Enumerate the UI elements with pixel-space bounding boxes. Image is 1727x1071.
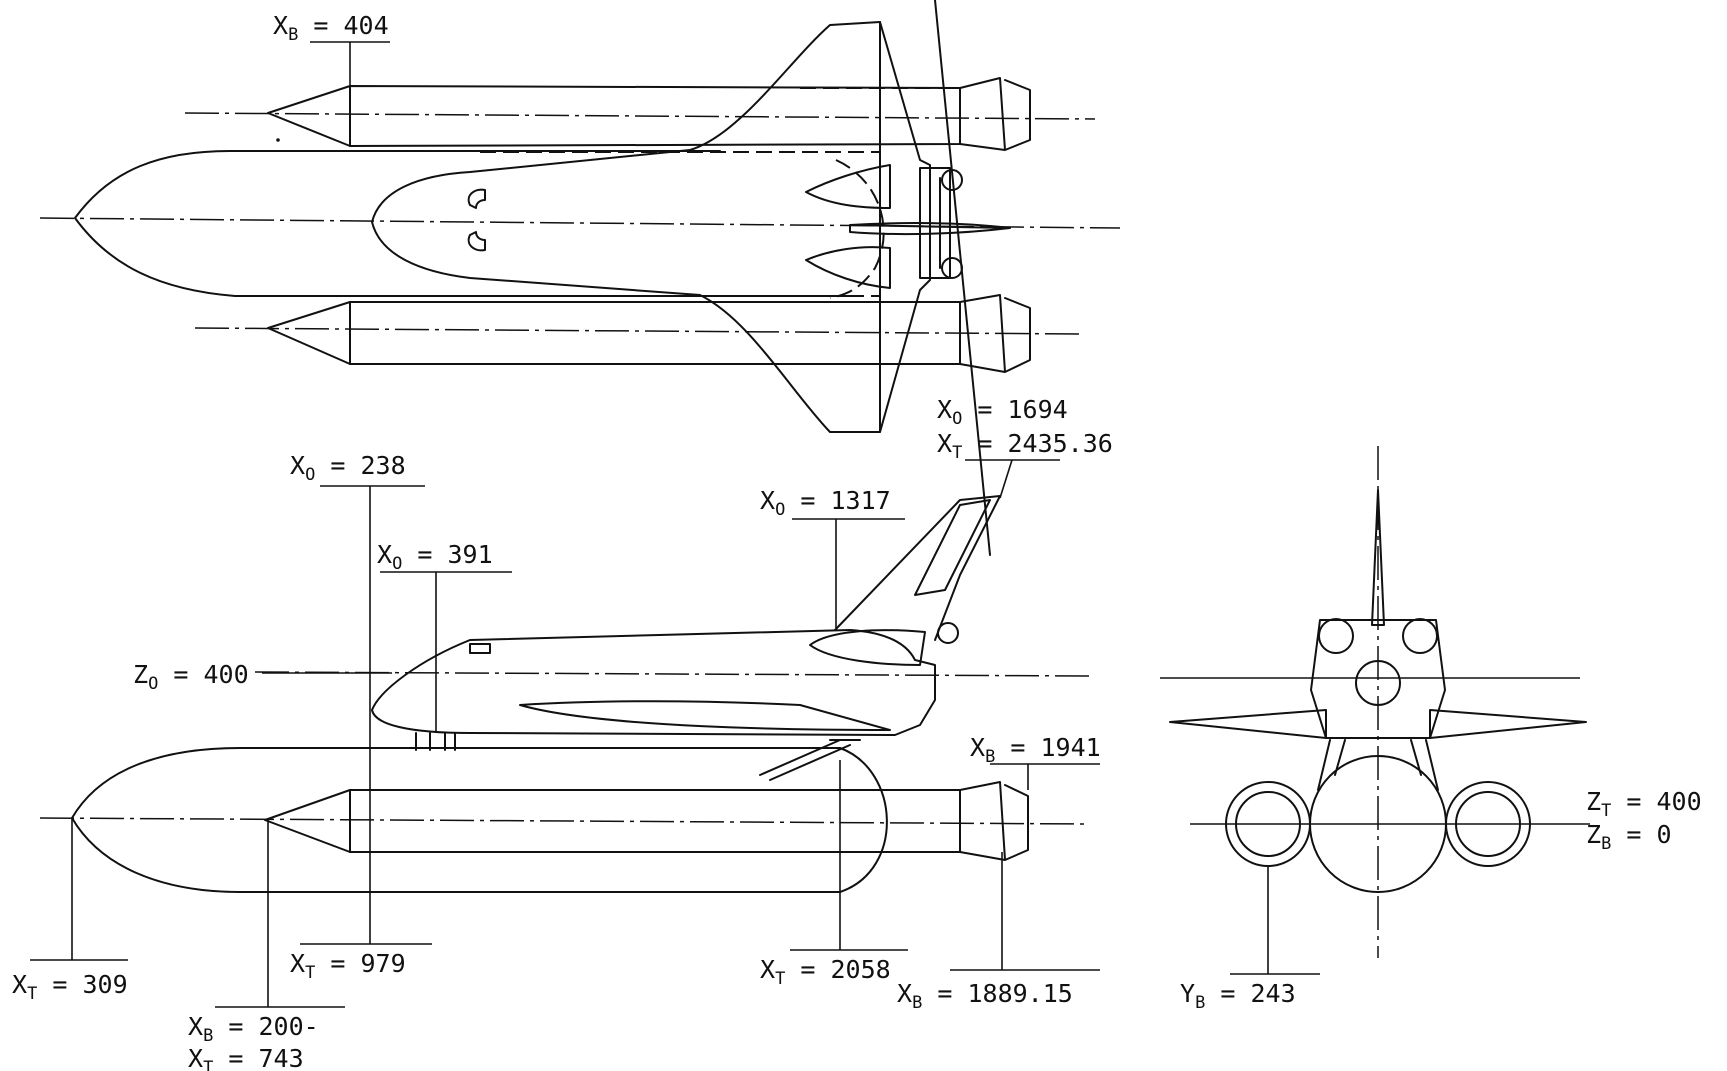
label-xo-1317: XO = 1317 <box>760 486 905 628</box>
plan-upper-srb <box>267 85 961 147</box>
side-tank-centerline <box>39 817 1091 825</box>
side-srb <box>264 789 961 853</box>
plan-upper-srb-centerline <box>184 112 1096 120</box>
svg-text:XO = 1694: XO = 1694 <box>937 395 1068 429</box>
svg-text:XB = 200-: XB = 200- <box>188 1012 319 1046</box>
plan-lower-srb-centerline <box>194 327 1086 335</box>
svg-text:XO = 238: XO = 238 <box>290 451 406 485</box>
side-vertical-tail <box>834 495 1001 641</box>
plan-oms-pod-lower <box>805 246 891 289</box>
front-vertical-tail <box>1371 489 1385 626</box>
front-wings <box>1169 709 1587 739</box>
label-zt-zb: ZT = 400 ZB = 0 <box>1586 787 1702 854</box>
label-xb-404: XB = 404 <box>273 11 390 86</box>
plan-external-tank <box>74 149 861 297</box>
svg-text:ZT = 400: ZT = 400 <box>1586 787 1702 821</box>
label-xt-2058: XT = 2058 <box>760 760 908 989</box>
side-external-tank <box>71 747 841 893</box>
label-xo-391: XO = 391 <box>377 540 512 733</box>
svg-text:XT = 2435.36: XT = 2435.36 <box>937 429 1113 463</box>
svg-text:XO = 1317: XO = 1317 <box>760 486 891 520</box>
side-orbiter-centerline <box>254 671 1091 677</box>
svg-text:XT = 309: XT = 309 <box>12 970 128 1004</box>
plan-orbiter <box>371 21 931 433</box>
svg-text:ZB = 0: ZB = 0 <box>1586 820 1672 854</box>
label-xb-1889: XB = 1889.15 <box>897 852 1100 1013</box>
svg-text:XO = 391: XO = 391 <box>377 540 493 574</box>
side-orbiter <box>371 629 936 736</box>
label-xt-979: XT = 979 <box>290 943 432 983</box>
front-right-srb <box>1445 781 1531 867</box>
label-xo-238: XO = 238 <box>290 451 425 944</box>
svg-text:XT = 2058: XT = 2058 <box>760 955 891 989</box>
side-cockpit-window <box>469 643 491 654</box>
plan-lower-srb <box>267 301 961 365</box>
svg-text:XB = 1889.15: XB = 1889.15 <box>897 979 1073 1013</box>
plan-cockpit-window <box>467 188 486 252</box>
svg-text:XB = 1941: XB = 1941 <box>970 733 1101 767</box>
svg-text:XT = 743: XT = 743 <box>188 1044 304 1071</box>
plan-view: XB = 404 <box>39 11 1121 433</box>
label-xo-1694: XO = 1694 XT = 2435.36 <box>937 395 1113 499</box>
side-view: XO = 238 XO = 391 XO = 1317 XO = 1694 XT… <box>12 0 1113 1071</box>
label-xb-200-xt-743: XB = 200- XT = 743 <box>188 820 345 1071</box>
label-zo-400: ZO = 400 <box>133 660 392 694</box>
svg-text:YB = 243: YB = 243 <box>1180 979 1296 1013</box>
svg-text:ZO = 400: ZO = 400 <box>133 660 249 694</box>
front-view: YB = 243 ZT = 400 ZB = 0 <box>1160 446 1702 1013</box>
label-xb-1941: XB = 1941 <box>970 733 1101 790</box>
plan-oms-pod-upper <box>805 164 891 209</box>
svg-text:XT = 979: XT = 979 <box>290 949 406 983</box>
label-xt-309: XT = 309 <box>12 818 128 1004</box>
label-yb-243: YB = 243 <box>1180 866 1320 1013</box>
svg-text:XB = 404: XB = 404 <box>273 11 389 45</box>
